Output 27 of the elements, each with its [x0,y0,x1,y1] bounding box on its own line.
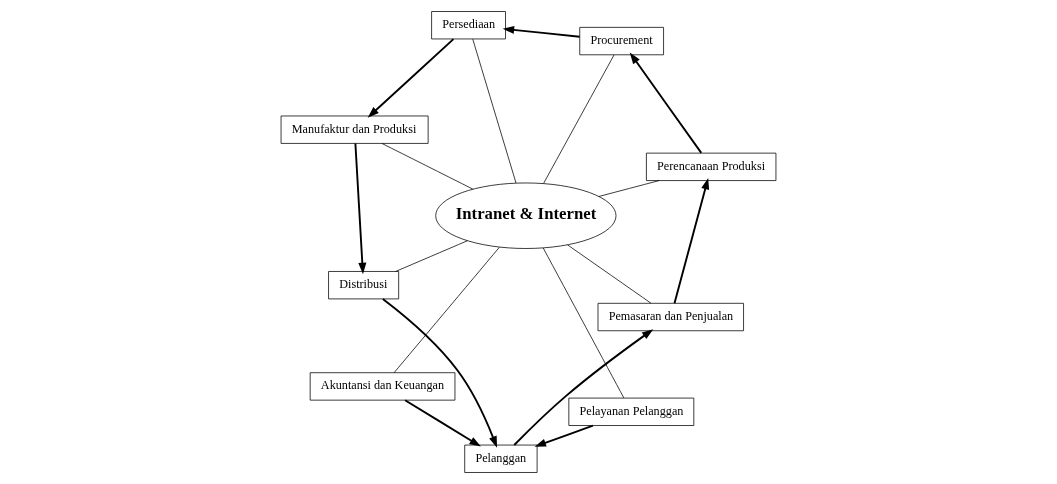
arrow [513,329,654,446]
arrow [502,25,581,38]
connector [472,38,517,184]
node-box: Akuntansi dan Keuangan [309,372,456,401]
connector [567,244,652,304]
arrow [367,38,455,118]
node-ellipse: Intranet & Internet [435,182,617,249]
connector [543,54,615,184]
arrow [673,177,710,305]
node-box: Perencanaan Produksi [646,152,777,181]
arrow [629,52,703,154]
node-box: Pelanggan [464,444,538,473]
arrow [354,142,367,275]
connector [395,240,468,272]
connector [381,143,474,190]
node-box: Distribusi [328,271,400,300]
arrow [534,424,594,447]
node-box: Pelayanan Pelanggan [568,397,695,426]
connector [542,247,625,399]
connector [598,180,660,197]
arrow [404,399,481,447]
node-box: Procurement [579,27,664,56]
node-box: Persediaan [431,11,506,40]
connector [393,246,500,374]
node-box: Pemasaran dan Penjualan [597,302,744,332]
node-box: Manufaktur dan Produksi [280,115,429,144]
arrow [381,298,498,448]
